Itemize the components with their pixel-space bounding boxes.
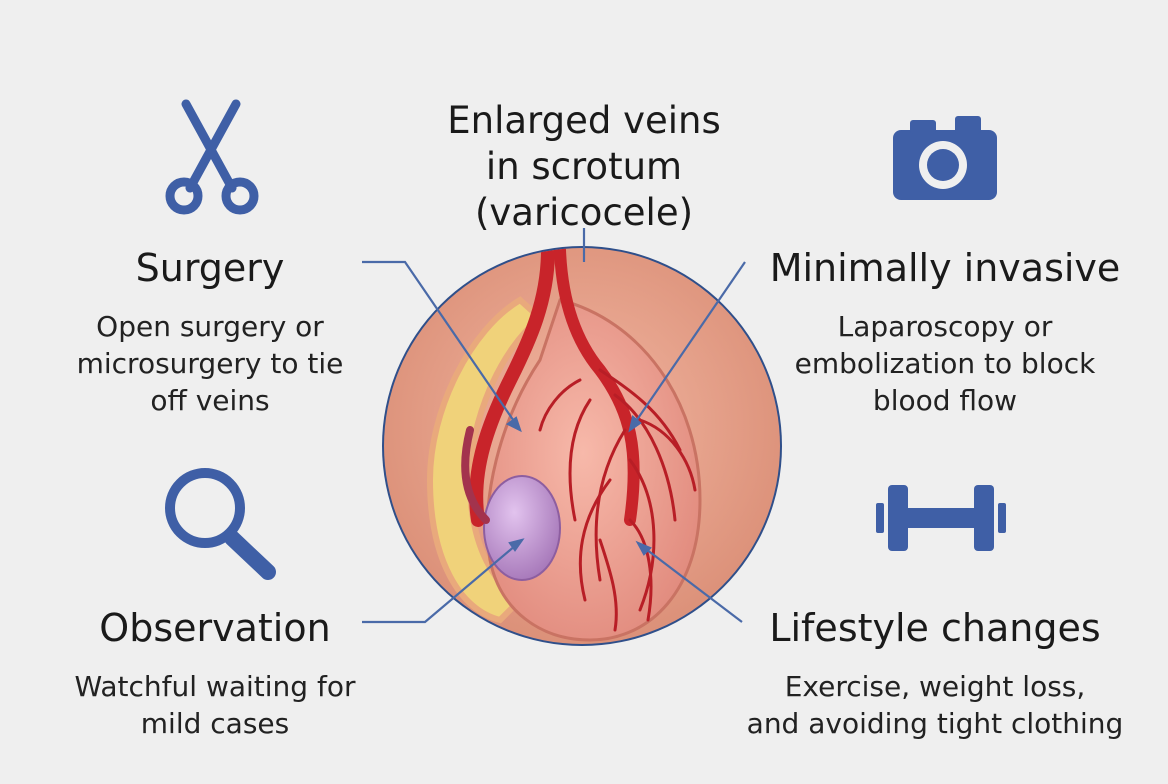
leader-line-lifestyle	[637, 542, 743, 623]
testis	[483, 475, 561, 581]
minimally-invasive-description-line-1: Laparoscopy or	[837, 310, 1053, 343]
vein-branches	[538, 368, 697, 632]
center-label-line-3: (varicocele)	[474, 191, 694, 234]
lifestyle-description-line-1: Exercise, weight loss,	[784, 670, 1086, 703]
center-label-line-1: Enlarged veins	[447, 99, 721, 142]
minimally-invasive-description-line-3: blood flow	[872, 384, 1018, 417]
fat-layer	[426, 296, 545, 624]
surgery-description-line-1: Open surgery or	[96, 310, 324, 343]
leader-line-minimal	[629, 261, 746, 431]
surgery-title: Surgery	[135, 246, 285, 290]
surgery-description-line-3: off veins	[150, 384, 270, 417]
minimally-invasive-description: Laparoscopy or embolization to block blo…	[760, 308, 1130, 419]
scrotum-illustration	[382, 246, 782, 646]
camera-icon	[893, 116, 997, 200]
observation-description: Watchful waiting for mild cases	[40, 668, 390, 742]
dumbbell-icon	[876, 485, 1006, 551]
leader-lines	[362, 228, 746, 624]
lifestyle-description-line-2: and avoiding tight clothing	[746, 707, 1124, 740]
magnifier-icon	[165, 468, 276, 580]
leader-line-observation	[362, 539, 523, 624]
lifestyle-description: Exercise, weight loss, and avoiding tigh…	[705, 668, 1165, 742]
surgery-description: Open surgery or microsurgery to tie off …	[40, 308, 380, 419]
scissors-icon	[165, 99, 259, 215]
observation-description-line-2: mild cases	[140, 707, 290, 740]
lifestyle-title: Lifestyle changes	[769, 606, 1101, 650]
minimally-invasive-description-line-2: embolization to block	[794, 347, 1096, 380]
minimally-invasive-title: Minimally invasive	[769, 246, 1121, 290]
observation-description-line-1: Watchful waiting for	[74, 670, 356, 703]
center-label: Enlarged veins in scrotum (varicocele)	[384, 98, 784, 236]
leader-line-surgery	[362, 260, 521, 431]
center-label-line-2: in scrotum	[485, 145, 683, 188]
observation-title: Observation	[99, 606, 331, 650]
surgery-description-line-2: microsurgery to tie	[76, 347, 344, 380]
